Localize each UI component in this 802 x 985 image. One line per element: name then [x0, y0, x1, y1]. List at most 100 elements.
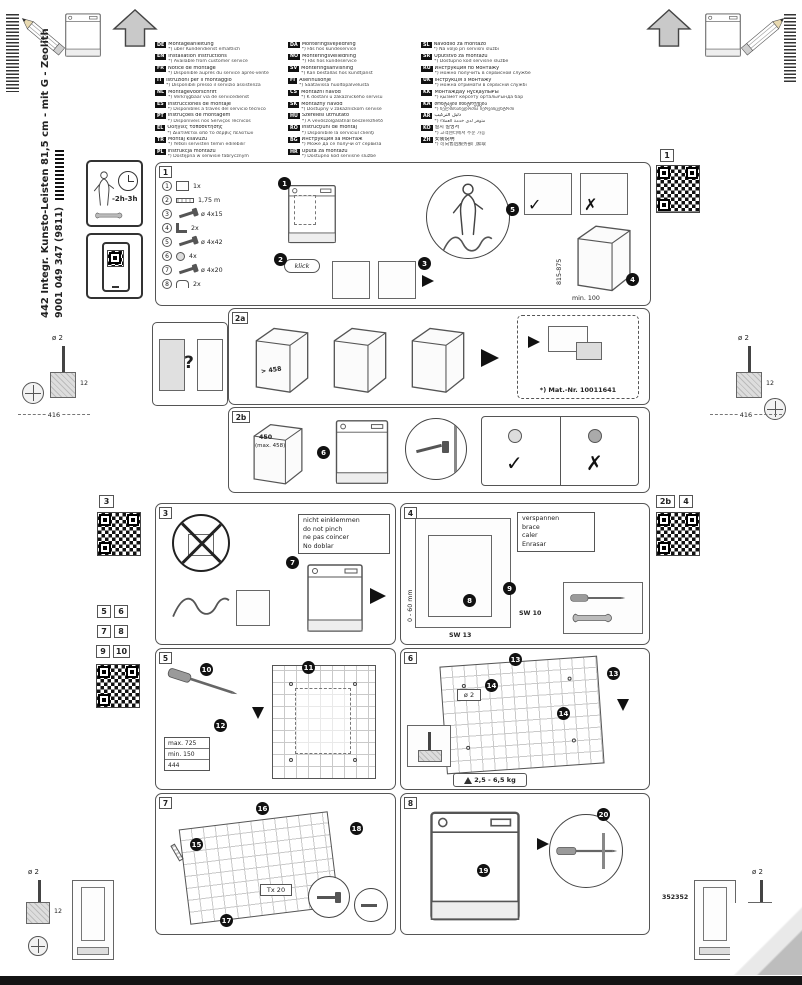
language-code-badge: sr [421, 53, 433, 60]
cabinet-diagram-1 [251, 321, 313, 397]
sidebar-product-title: 442 Integr. Kunsto-Leisten 81,5 cm - mit… [40, 28, 51, 318]
pilot-hole-diagram-right: ø 2 12 416 [708, 306, 786, 430]
panel-2b-side-mounting: 2b 450 (max. 458) 6 ✓ ✗ [228, 407, 650, 493]
panel-7-tab: 7 [159, 797, 172, 809]
step-dot-18: 18 [350, 822, 363, 835]
front-panel-dimension: min. 150 [165, 749, 209, 760]
panel-8-tab: 8 [404, 797, 417, 809]
language-entry-ka: kaმონტაჟის ინსტრუქცია*) ხელმისაწვდომია ს… [421, 101, 553, 112]
note-line: verspannen [522, 515, 560, 522]
language-code-badge: da [288, 42, 300, 48]
check-mark: ✓ [528, 195, 542, 214]
language-entry-ar: arدليل التركيب*) متوفر لدى خدمة العملاء [421, 113, 553, 124]
panel-3-tab: 3 [159, 507, 172, 519]
language-code-badge: pl [155, 149, 166, 156]
drill-end-view-icon [22, 382, 44, 404]
furniture-front-option-b [197, 339, 223, 391]
part-size-label: ø 4x42 [201, 238, 223, 246]
language-entry-nl: nlMontagevoorschrift*) Verkrijgbaar via … [155, 89, 285, 100]
drill-corner-detail-box [407, 725, 451, 767]
cabinet-diagram [249, 418, 307, 488]
step-dot-14: 14 [485, 679, 498, 692]
language-code-badge: kk [421, 89, 433, 96]
furniture-front-with-template [272, 665, 376, 779]
part-index: 5 [162, 237, 172, 247]
qr-code-section-3 [97, 512, 141, 556]
phone-qr-code [107, 250, 124, 267]
step-dot-7: 7 [286, 556, 299, 569]
hinge-part-sketch-2 [576, 342, 602, 360]
wrench-icon [570, 611, 618, 625]
appliance-in-niche [428, 535, 492, 617]
drilling-template-overlay [294, 195, 316, 225]
language-code-badge: de [155, 42, 167, 48]
detail-arrow [528, 336, 540, 348]
weight-icon [464, 776, 473, 784]
language-code-badge: ru [421, 65, 433, 72]
step-dot-6: 6 [317, 446, 330, 459]
language-code-badge: zh [421, 137, 433, 144]
note-line: nicht einklemmen [303, 517, 360, 524]
part-size-label: 4x [189, 252, 197, 260]
part-index: 1 [162, 181, 172, 191]
language-code-badge: ko [421, 125, 433, 132]
parts-list-item: 7 ø 4x20 [162, 263, 278, 277]
language-code-badge: cs [288, 89, 300, 96]
drill-depth-label: 12 [80, 380, 89, 387]
span-dimension-line: 416 [710, 411, 782, 419]
language-title: Instrucţiuni de montaj*) Disponibile la … [301, 125, 375, 136]
flush-check-result-box: ✓ ✗ [481, 416, 639, 486]
language-title: Szerelési útmutató*) A vevőszolgálatnál … [301, 113, 383, 124]
cabinet-diagram-2 [329, 321, 391, 397]
step-dot-13: 13 [509, 653, 522, 666]
language-title: Οδηγίες τοποθέτησης*) Διατίθεται από το … [167, 125, 254, 136]
language-code-badge: sl [421, 42, 432, 48]
bottom-print-bar [0, 976, 802, 985]
language-entry-uk: ukІнструкція з монтажу*) можна отримати … [421, 77, 553, 88]
sidebar-document-number: 9001 049 347 (9811) [54, 147, 65, 318]
note-line: Enrasar [522, 540, 547, 548]
hose-routing-wrong-sketch [580, 173, 628, 215]
cabinet-diagram-3 [407, 321, 469, 397]
part-size-label: 2x [191, 224, 199, 232]
part-index: 7 [162, 265, 172, 275]
niche-with-appliance-sketch [415, 518, 511, 628]
screw-part-icon [178, 266, 195, 274]
language-code-badge: pt [155, 113, 166, 120]
screwdriver-detail-circle [549, 814, 623, 888]
language-entry-ro: roInstrucţiuni de montaj*) Disponibile l… [288, 125, 418, 136]
parts-list-item: 5 ø 4x42 [162, 235, 278, 249]
language-code-badge: ro [288, 125, 300, 132]
language-title: دليل التركيب*) متوفر لدى خدمة العملاء [434, 113, 486, 124]
language-title: Montagevoorschrift*) Verkrijgbaar via de… [168, 89, 250, 100]
language-title: Instruções de montagem*) Disponíveis nos… [167, 113, 251, 124]
mounting-bracket-sketch [694, 880, 736, 960]
language-title: 설치 설명서*) 고객센터에서 주문 가능 [434, 125, 486, 136]
language-code-badge: hu [288, 113, 300, 120]
language-code-badge: tr [155, 137, 166, 144]
front-weight-badge: 2,5 - 6,5 kg [453, 773, 527, 787]
part-size-label: ø 4x20 [201, 266, 223, 274]
push-in-arrow [370, 588, 386, 604]
drill-depth-label: 12 [54, 908, 63, 915]
language-title: Montageanleitung*) über Kundendienst erh… [168, 42, 241, 53]
qr-section-label-1: 1 [660, 149, 674, 162]
language-entry-de: deMontageanleitung*) über Kundendienst e… [155, 42, 285, 52]
step-dot-19: 19 [477, 864, 490, 877]
step-dot-5: 5 [506, 203, 519, 216]
part-index: 8 [162, 279, 172, 289]
klick-callout: klick [284, 259, 320, 273]
span-dimension-value: 416 [737, 411, 755, 419]
note-line: do not pinch [303, 525, 343, 533]
step-dot-20: 20 [597, 808, 610, 821]
language-title: 安装说明*) 可向售后服务部门索取 [434, 137, 487, 148]
foot-adjust-range-dimension: 0 - 60 mm [407, 589, 414, 622]
part-index: 6 [162, 251, 172, 261]
language-title: Montážny návod*) Dostupný v zákazníckom … [301, 101, 382, 112]
language-code-badge: sk [288, 101, 300, 108]
drill-end-view-icon [28, 936, 48, 956]
